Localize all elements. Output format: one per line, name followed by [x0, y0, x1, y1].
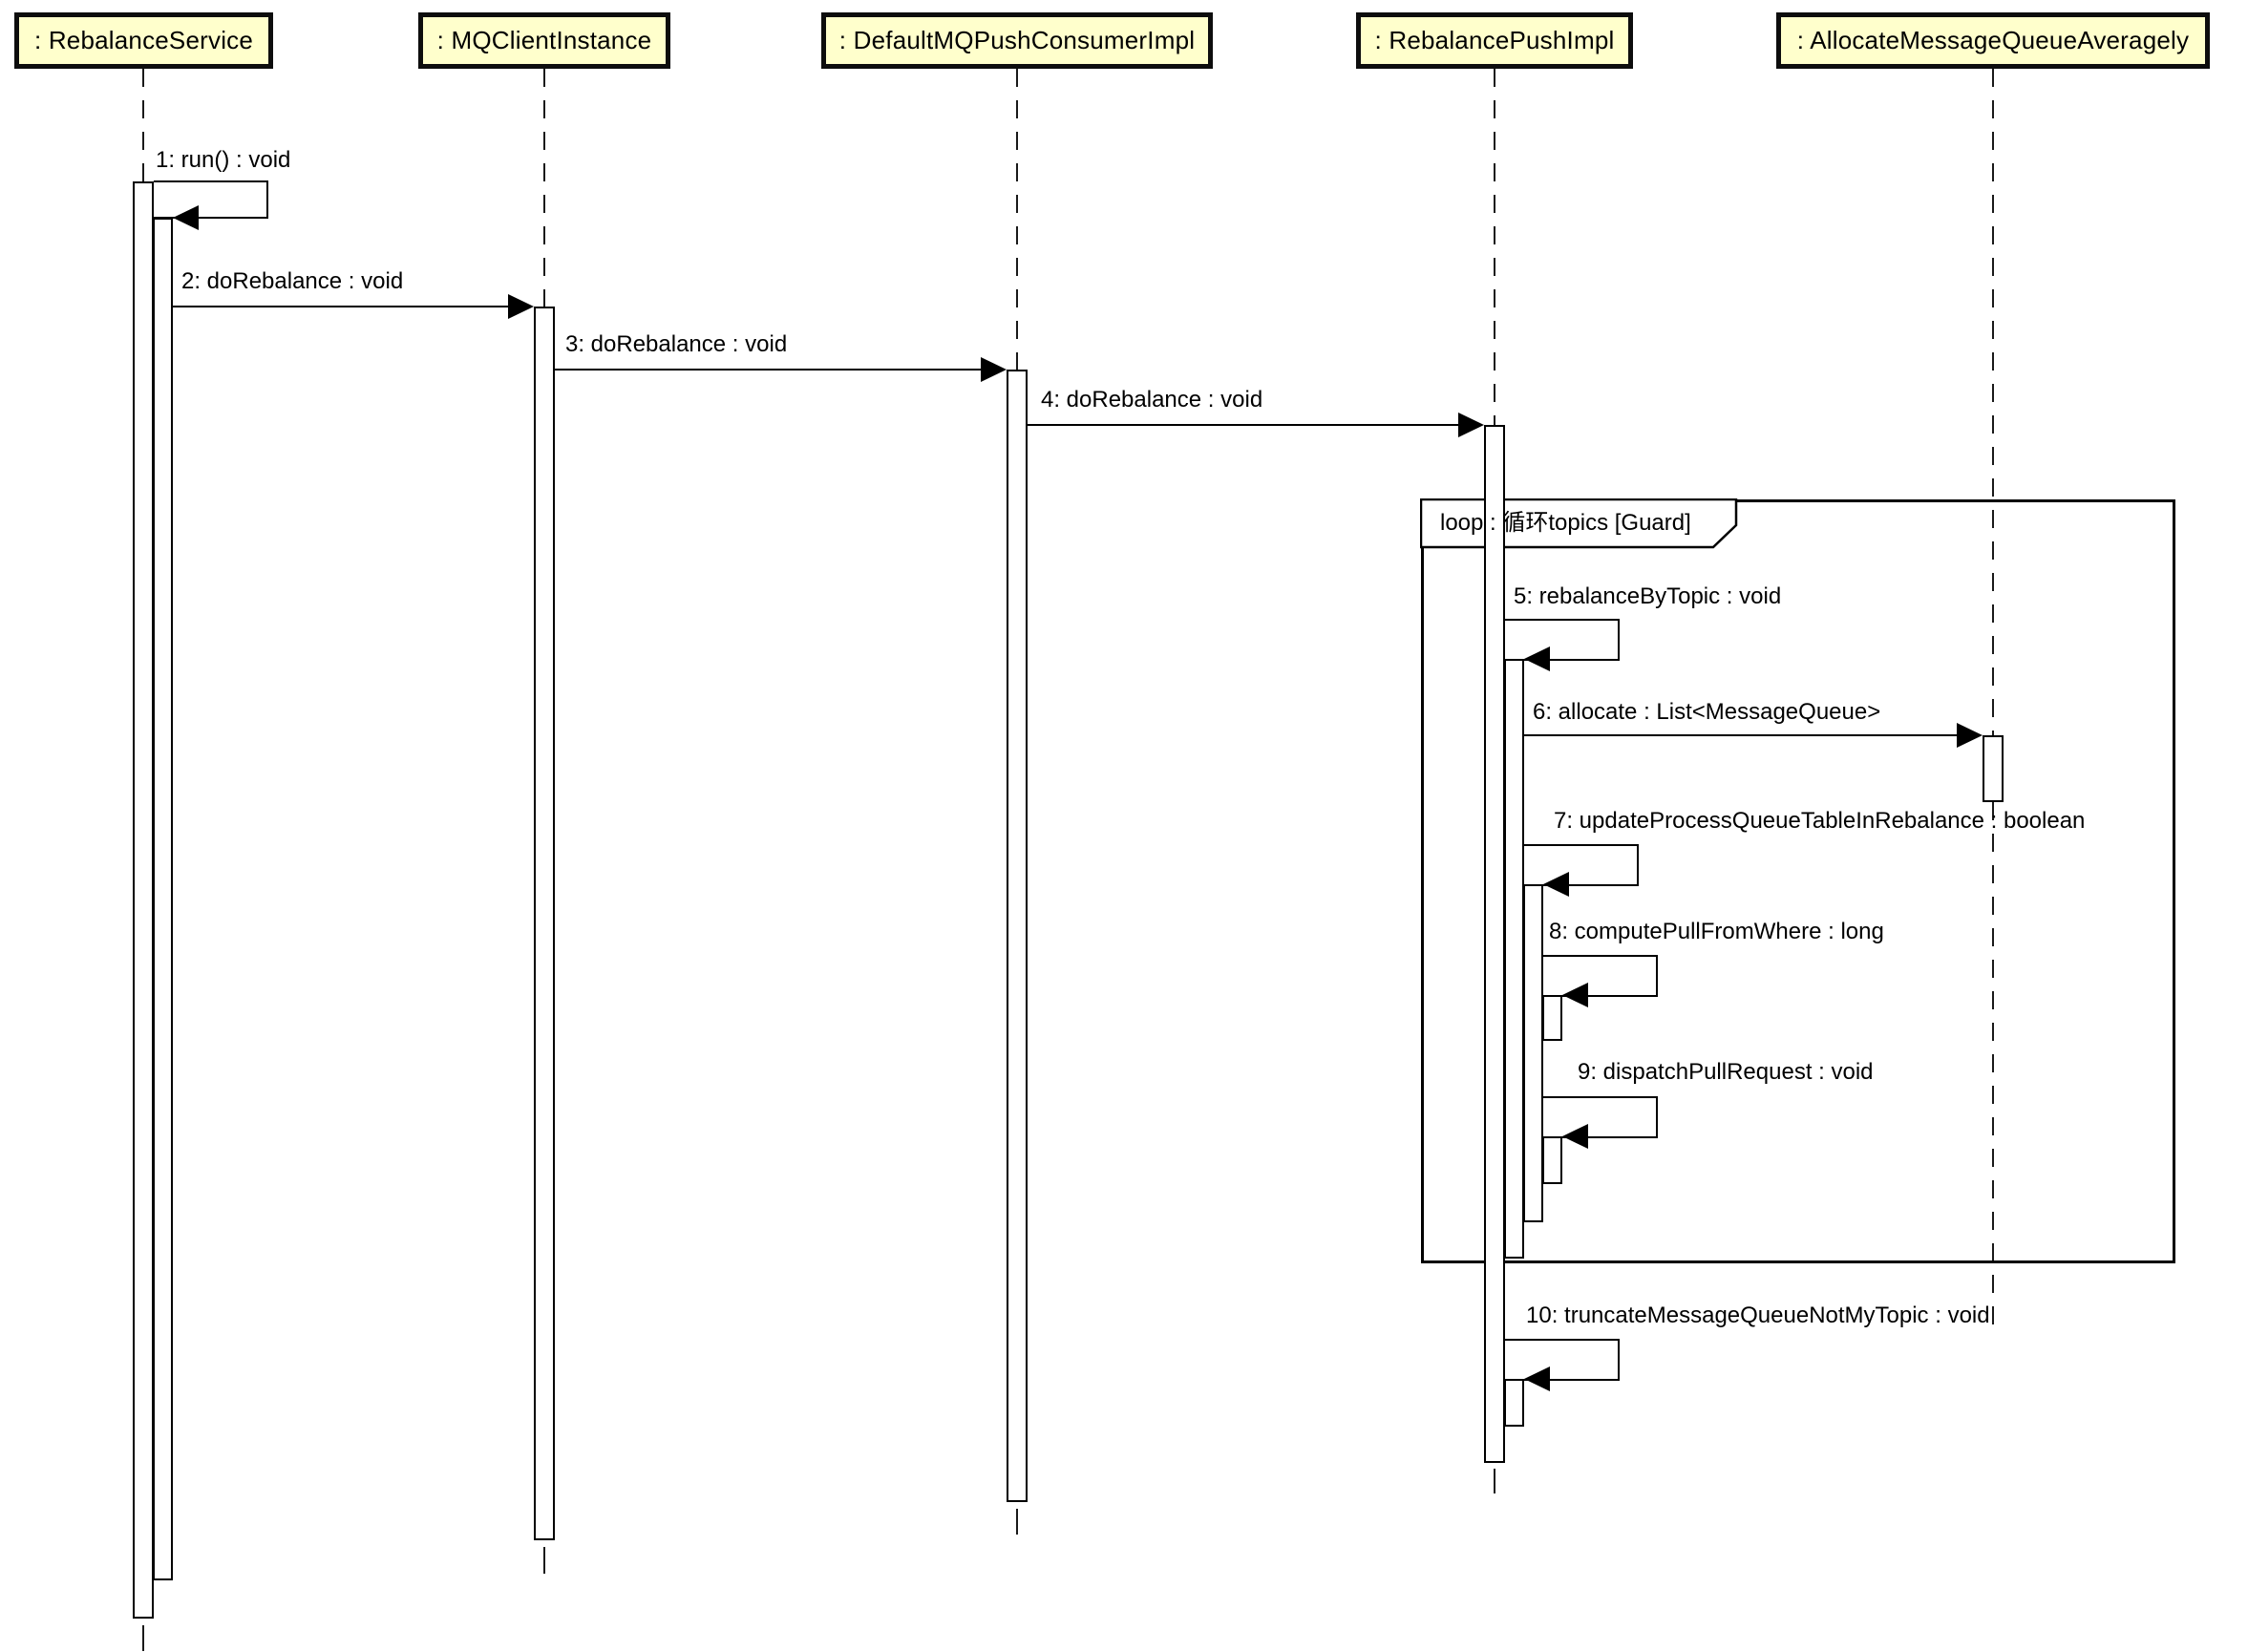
lifeline-head-mq-client-instance: : MQClientInstance — [418, 12, 670, 69]
message-4-label: 4: doRebalance : void — [1041, 387, 1263, 413]
message-5-self-call-line — [1505, 619, 1620, 661]
lifeline-end-rebalance-service — [142, 1625, 144, 1651]
message-7-label: 7: updateProcessQueueTableInRebalance : … — [1554, 808, 2086, 834]
message-8-label: 8: computePullFromWhere : long — [1549, 919, 1884, 944]
message-3-arrowhead-icon — [981, 357, 1007, 382]
lifeline-head-rebalance-service: : RebalanceService — [14, 12, 273, 69]
activation-bar-mq-client-instance — [534, 307, 555, 1540]
lifeline-head-label: : RebalanceService — [33, 26, 254, 54]
message-1-label: 1: run() : void — [156, 147, 291, 173]
message-6-arrowhead-icon — [1957, 723, 1983, 748]
message-1-return-arrowhead-icon — [173, 205, 199, 230]
activation-bar-allocate-message-queue-averagely — [1983, 735, 2004, 802]
message-7-return-arrowhead-icon — [1543, 872, 1569, 897]
activation-bar-default-mq-push-consumer-impl — [1007, 370, 1028, 1502]
message-3-label: 3: doRebalance : void — [565, 331, 788, 357]
message-4-line — [1028, 424, 1482, 426]
message-3-line — [555, 369, 1005, 371]
lifeline-allocate-message-queue-averagely — [1992, 69, 1994, 735]
lifeline-allocate-message-queue-averagely-tail — [1992, 802, 1994, 1329]
lifeline-rebalance-service — [142, 69, 144, 181]
message-9-return-arrowhead-icon — [1562, 1124, 1588, 1149]
message-2-line — [173, 306, 532, 307]
message-10-self-call-line — [1505, 1339, 1620, 1381]
lifeline-head-label: : AllocateMessageQueueAveragely — [1796, 26, 2190, 54]
loop-fragment-frame — [1421, 499, 2175, 1263]
message-10-return-arrowhead-icon — [1524, 1366, 1550, 1391]
message-5-return-arrowhead-icon — [1524, 646, 1550, 671]
message-7-self-call-line — [1524, 844, 1639, 886]
lifeline-head-label: : MQClientInstance — [436, 26, 652, 54]
activation-bar-call8-nested — [1542, 995, 1562, 1041]
message-5-label: 5: rebalanceByTopic : void — [1514, 583, 1782, 609]
lifeline-head-label: : DefaultMQPushConsumerImpl — [838, 26, 1196, 54]
lifeline-rebalance-push-impl — [1494, 69, 1495, 425]
message-9-label: 9: dispatchPullRequest : void — [1578, 1059, 1874, 1085]
lifeline-head-label: : RebalancePushImpl — [1374, 26, 1615, 54]
activation-bar-call5-nested — [1504, 659, 1524, 1259]
message-4-arrowhead-icon — [1458, 413, 1484, 437]
lifeline-end-mq-client-instance — [543, 1547, 545, 1574]
activation-bar-call10-nested — [1504, 1379, 1524, 1427]
lifeline-head-allocate-message-queue-averagely: : AllocateMessageQueueAveragely — [1776, 12, 2210, 69]
message-8-return-arrowhead-icon — [1562, 983, 1588, 1007]
activation-bar-rebalance-service-outer — [133, 181, 154, 1619]
activation-bar-call9-nested — [1542, 1136, 1562, 1184]
message-6-line — [1524, 734, 1981, 736]
message-1-self-call-line — [154, 180, 268, 219]
lifeline-default-mq-push-consumer-impl — [1016, 69, 1018, 370]
activation-bar-call7-nested — [1523, 884, 1543, 1222]
loop-fragment-label: loop : 循环topics [Guard] — [1440, 510, 1691, 536]
lifeline-end-default-mq-push-consumer-impl — [1016, 1509, 1018, 1535]
activation-bar-rebalance-push-impl-main — [1484, 425, 1505, 1463]
message-2-arrowhead-icon — [508, 294, 534, 319]
activation-bar-rebalance-service-nested — [153, 218, 173, 1580]
message-9-self-call-line — [1543, 1096, 1658, 1138]
message-6-label: 6: allocate : List<MessageQueue> — [1533, 699, 1881, 725]
message-10-label: 10: truncateMessageQueueNotMyTopic : voi… — [1526, 1303, 1990, 1328]
lifeline-head-default-mq-push-consumer-impl: : DefaultMQPushConsumerImpl — [821, 12, 1213, 69]
lifeline-end-rebalance-push-impl — [1494, 1469, 1495, 1493]
message-8-self-call-line — [1543, 955, 1658, 997]
message-2-label: 2: doRebalance : void — [181, 268, 404, 294]
lifeline-mq-client-instance — [543, 69, 545, 307]
lifeline-head-rebalance-push-impl: : RebalancePushImpl — [1356, 12, 1633, 69]
